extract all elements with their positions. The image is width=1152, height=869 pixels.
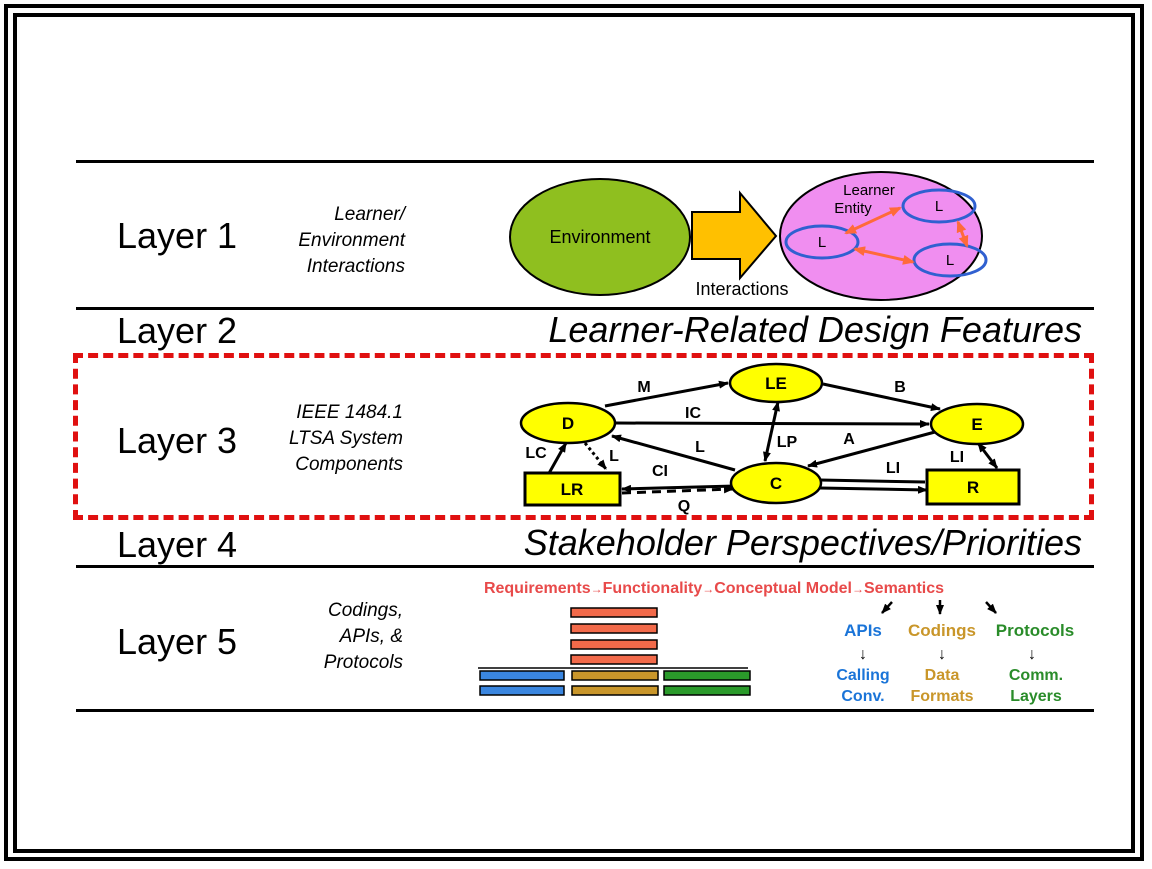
flow-lp-label: LP [777,434,798,451]
learner-node-2-label: L [818,234,826,251]
node-c-label: C [770,474,782,493]
flow-m-label: M [637,379,650,396]
flow-q-label: Q [678,498,690,515]
standards-chain: Requirements→Functionality→Conceptual Mo… [484,580,944,597]
learner-entity-blob [779,171,983,301]
codings-bottom-line1: Data [925,667,960,684]
ltsa-diagram: D LE E C LR R M B IC L LP A LC L CI Q LI… [519,362,1025,515]
outer-frame [4,4,1144,861]
node-d [519,401,617,445]
node-e-label: E [971,415,982,434]
learner-node-2 [784,224,860,260]
layer4-title: Stakeholder Perspectives/Priorities [523,522,1082,563]
learner-link-1 [844,206,902,235]
flow-lp [763,401,780,462]
layer5-description: Codings, APIs, & Protocols [323,600,403,673]
layer2-label: Layer 2 [117,310,238,351]
chain-arrow-2: → [702,582,714,596]
learner-node-1 [901,188,977,224]
layer3-description: IEEE 1484.1 LTSA System Components [288,402,403,475]
node-r-label: R [967,478,979,497]
apis-label: APIs [844,621,882,640]
flow-ic-label: IC [685,405,701,422]
flow-lc [546,442,568,476]
node-le-label: LE [765,374,787,393]
learner-link-3 [956,220,969,248]
divider-layer1-2 [76,307,1094,310]
apis-bottom-line2: Conv. [841,688,884,705]
flow-li2 [976,442,999,469]
protocols-label: Protocols [996,621,1074,640]
environment-label: Environment [549,227,650,247]
learner-node-3-label: L [946,252,954,269]
codings-down-arrow-icon: ↓ [938,646,946,663]
learner-node-1-label: L [935,198,943,215]
interactions-label: Interactions [695,279,788,299]
flow-b [822,382,941,412]
layer1-label: Layer 1 [117,215,238,256]
protocols-down-arrow-icon: ↓ [1028,646,1036,663]
flow-a [807,430,936,468]
layer1-description: Learner/ Environment Interactions [298,204,405,277]
chain-functionality: Functionality [603,580,703,597]
learner-entity-label-line2: Entity [834,200,872,217]
layer5-diagram: Requirements→Functionality→Conceptual Mo… [478,580,1074,705]
node-lr [523,471,622,507]
layer1-diagram: Environment Interactions Learner Entity … [509,171,988,301]
flow-li2-label: LI [950,449,964,466]
apis-bottom-line1: Calling [836,667,889,684]
node-d-label: D [562,414,574,433]
protocol-stack-icon [478,607,751,696]
node-c [729,461,823,505]
flow-l2 [583,442,608,470]
node-lr-label: LR [561,480,584,499]
flow-li-label: LI [886,460,900,477]
protocols-bottom-line1: Comm. [1009,667,1063,684]
layer5-label: Layer 5 [117,621,238,662]
apis-down-arrow-icon: ↓ [859,646,867,663]
arrow-to-apis-icon [881,601,893,614]
layer4-label: Layer 4 [117,524,238,565]
divider-layer4-5 [76,565,1094,568]
flow-ci [621,484,736,493]
flow-m [604,380,729,408]
flow-q [621,485,734,495]
node-r [925,468,1021,506]
divider-bottom [76,709,1094,712]
codings-label: Codings [908,621,976,640]
codings-bottom-line2: Formats [910,688,973,705]
layer3-label: Layer 3 [117,420,238,461]
chain-conceptual-model: Conceptual Model [714,580,852,597]
divider-top [76,160,1094,163]
layer2-title: Learner-Related Design Features [548,309,1082,350]
chain-semantics: Semantics [864,580,944,597]
flow-l2-label: L [609,448,619,465]
learner-link-2 [853,246,915,265]
node-le [728,362,824,404]
node-e [929,402,1025,446]
flow-l-label: L [695,439,705,456]
flow-l [611,434,736,472]
flow-a-label: A [843,431,855,448]
interaction-arrow-icon [691,190,778,281]
chain-requirements: Requirements [484,580,591,597]
arrow-to-protocols-icon [985,601,997,614]
protocols-bottom-line2: Layers [1010,688,1062,705]
learner-entity-label-line1: Learner [843,182,895,199]
chain-arrow-3: → [852,582,864,596]
flow-ci-label: CI [652,463,668,480]
inner-frame [13,13,1135,853]
chain-arrow-1: → [591,582,603,596]
flow-li-upper [819,478,926,484]
flow-li-lower [819,485,928,494]
environment-node [509,178,691,296]
flow-lc-label: LC [525,445,547,462]
layer3-highlight-box [73,353,1094,520]
flow-b-label: B [894,379,906,396]
